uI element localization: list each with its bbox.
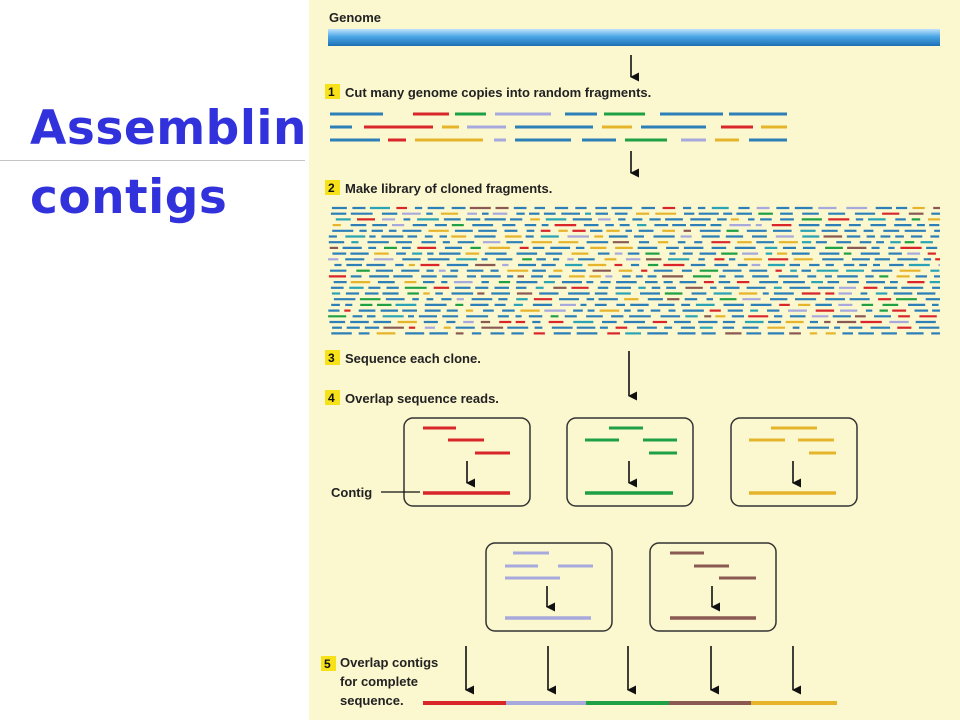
step-5-text-line-2: for complete [340, 674, 418, 689]
step-4-number: 4 [328, 391, 335, 405]
step-2-text: Make library of cloned fragments. [345, 181, 552, 196]
contig-box-red [403, 417, 531, 507]
step-3-number: 3 [328, 351, 335, 365]
step-5-number: 5 [324, 657, 331, 671]
contig-box-yellow [730, 417, 858, 507]
title-underline-divider [0, 160, 305, 161]
genome-bar [328, 29, 940, 46]
step-1-text: Cut many genome copies into random fragm… [345, 85, 651, 100]
step-3: 3 Sequence each clone. [325, 350, 481, 366]
step-2-badge [325, 180, 340, 195]
step-5: 5 Overlap contigs for complete sequence. [321, 655, 438, 708]
shotgun-sequencing-figure: Genome 1 Cut many genome copies into ran… [309, 0, 960, 720]
step-3-text: Sequence each clone. [345, 351, 481, 366]
step-1-badge [325, 84, 340, 99]
step-1-number: 1 [328, 85, 335, 99]
step-1: 1 Cut many genome copies into random fra… [325, 84, 651, 100]
contig-label: Contig [331, 485, 372, 500]
contig-box-lavender [485, 542, 613, 632]
step-5-text-line-3: sequence. [340, 693, 404, 708]
slide-title-line-1: Assembling [30, 101, 342, 156]
step-2-number: 2 [328, 181, 335, 195]
step-4: 4 Overlap sequence reads. [325, 390, 499, 406]
step-2: 2 Make library of cloned fragments. [325, 180, 552, 196]
contig-box-brown [649, 542, 777, 632]
contig-box-green [566, 417, 694, 507]
step-3-badge [325, 350, 340, 365]
step-4-badge [325, 390, 340, 405]
contig-callout: Contig [331, 485, 420, 500]
step-5-badge [321, 656, 336, 671]
slide-title-line-2: contigs [30, 170, 228, 225]
genome-label: Genome [329, 10, 381, 25]
step-4-text: Overlap sequence reads. [345, 391, 499, 406]
clone-library [328, 206, 940, 335]
random-fragments [330, 112, 787, 142]
step-5-text-line-1: Overlap contigs [340, 655, 438, 670]
